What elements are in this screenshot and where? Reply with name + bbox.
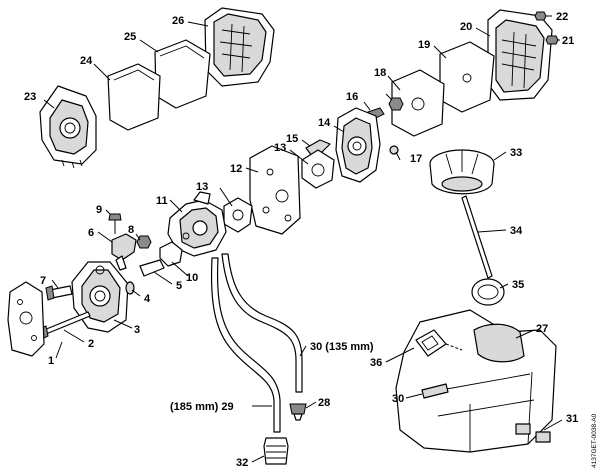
part-1-gasket[interactable] <box>7 281 45 357</box>
part-10-gasket[interactable] <box>159 241 183 267</box>
leader-lines <box>43 21 563 463</box>
callout-35: 34 <box>510 225 523 237</box>
callout-11: 11 <box>156 195 168 207</box>
callout-4: 4 <box>144 293 151 305</box>
part-18-plate[interactable] <box>391 69 445 137</box>
part-4-washer[interactable] <box>125 281 135 295</box>
part-14-housing[interactable] <box>335 107 381 183</box>
callout-25: 25 <box>124 31 136 43</box>
callout-18: 18 <box>374 67 386 79</box>
callout-labels: 1 2 3 4 5 6 7 8 9 10 11 12 13 13 14 15 1… <box>24 11 578 469</box>
part-3-carrier[interactable] <box>71 261 129 333</box>
part-32-rubber-foot[interactable] <box>515 423 551 443</box>
part-26-filter-housing-cover[interactable] <box>204 7 275 87</box>
part-22-screw[interactable] <box>534 11 552 21</box>
callout-31: 30 <box>392 393 404 405</box>
part-7-screw[interactable] <box>45 285 73 301</box>
callout-1: 1 <box>48 355 54 367</box>
callout-37: 36 <box>370 357 382 369</box>
part-12-insulator-plate[interactable] <box>249 145 301 235</box>
part-35-retainer-strap[interactable] <box>461 195 493 279</box>
callout-36: 35 <box>512 279 524 291</box>
callout-23: 23 <box>24 91 36 103</box>
part-19-filter-pad[interactable] <box>439 41 495 113</box>
part-6-lever[interactable] <box>111 233 137 271</box>
callout-13a: 13 <box>196 181 208 193</box>
part-8-nut-lower[interactable] <box>136 235 152 249</box>
part-34-fuel-cap[interactable] <box>429 149 495 195</box>
callout-9: 9 <box>96 204 102 216</box>
callout-32: 31 <box>566 413 578 425</box>
callout-26: 26 <box>172 15 184 27</box>
part-30-fuel-hose[interactable] <box>221 253 303 393</box>
callout-6: 6 <box>88 227 94 239</box>
part-33-pickup-body[interactable] <box>263 437 289 465</box>
drawing-code: 4137GET-0038-A0 <box>591 413 598 468</box>
part-36-gasket-ring[interactable] <box>471 278 505 306</box>
hose-30-length: 30 (135 mm) <box>310 341 374 353</box>
callout-14: 14 <box>318 117 331 129</box>
part-9-screw[interactable] <box>108 213 122 234</box>
callout-24: 24 <box>80 55 93 67</box>
callout-19: 19 <box>418 39 430 51</box>
callout-15: 15 <box>286 133 298 145</box>
part-20-shroud[interactable] <box>487 9 553 101</box>
callout-28: 28 <box>318 397 330 409</box>
part-21-screw[interactable] <box>545 35 559 45</box>
callout-10: 10 <box>186 272 198 284</box>
part-5-spacer[interactable] <box>139 259 165 277</box>
part-13-gasket-upper[interactable] <box>301 149 335 189</box>
part-31-damper[interactable] <box>421 383 449 399</box>
part-24-filter[interactable] <box>107 63 161 131</box>
callout-22: 22 <box>556 11 568 23</box>
callout-17: 17 <box>410 153 422 165</box>
callout-2: 2 <box>88 338 94 350</box>
part-2-long-screw[interactable] <box>37 311 91 341</box>
callout-3: 3 <box>134 324 140 336</box>
callout-34: 33 <box>510 147 522 159</box>
part-25-filter-pad[interactable] <box>154 39 211 109</box>
callout-27: 27 <box>536 323 548 335</box>
callout-5: 5 <box>176 280 182 292</box>
callout-8: 8 <box>128 224 134 236</box>
callout-21: 21 <box>562 35 574 47</box>
callout-20: 20 <box>460 21 472 33</box>
part-23-baseplate[interactable] <box>39 85 97 169</box>
callout-7: 7 <box>40 275 46 287</box>
part-37-warning-label[interactable] <box>415 329 463 357</box>
part-29-fuel-hose[interactable] <box>210 257 281 433</box>
callout-12: 12 <box>230 163 242 175</box>
part-11-carburetor[interactable] <box>167 191 227 257</box>
part-13-gasket-lower[interactable] <box>223 197 253 233</box>
callout-33: 32 <box>236 457 248 469</box>
part-28-valve[interactable] <box>289 403 307 421</box>
callout-13b: 13 <box>274 142 286 154</box>
hose-29-length: (185 mm) 29 <box>170 401 234 413</box>
callout-16: 16 <box>346 91 358 103</box>
part-8-nut[interactable] <box>388 97 404 111</box>
